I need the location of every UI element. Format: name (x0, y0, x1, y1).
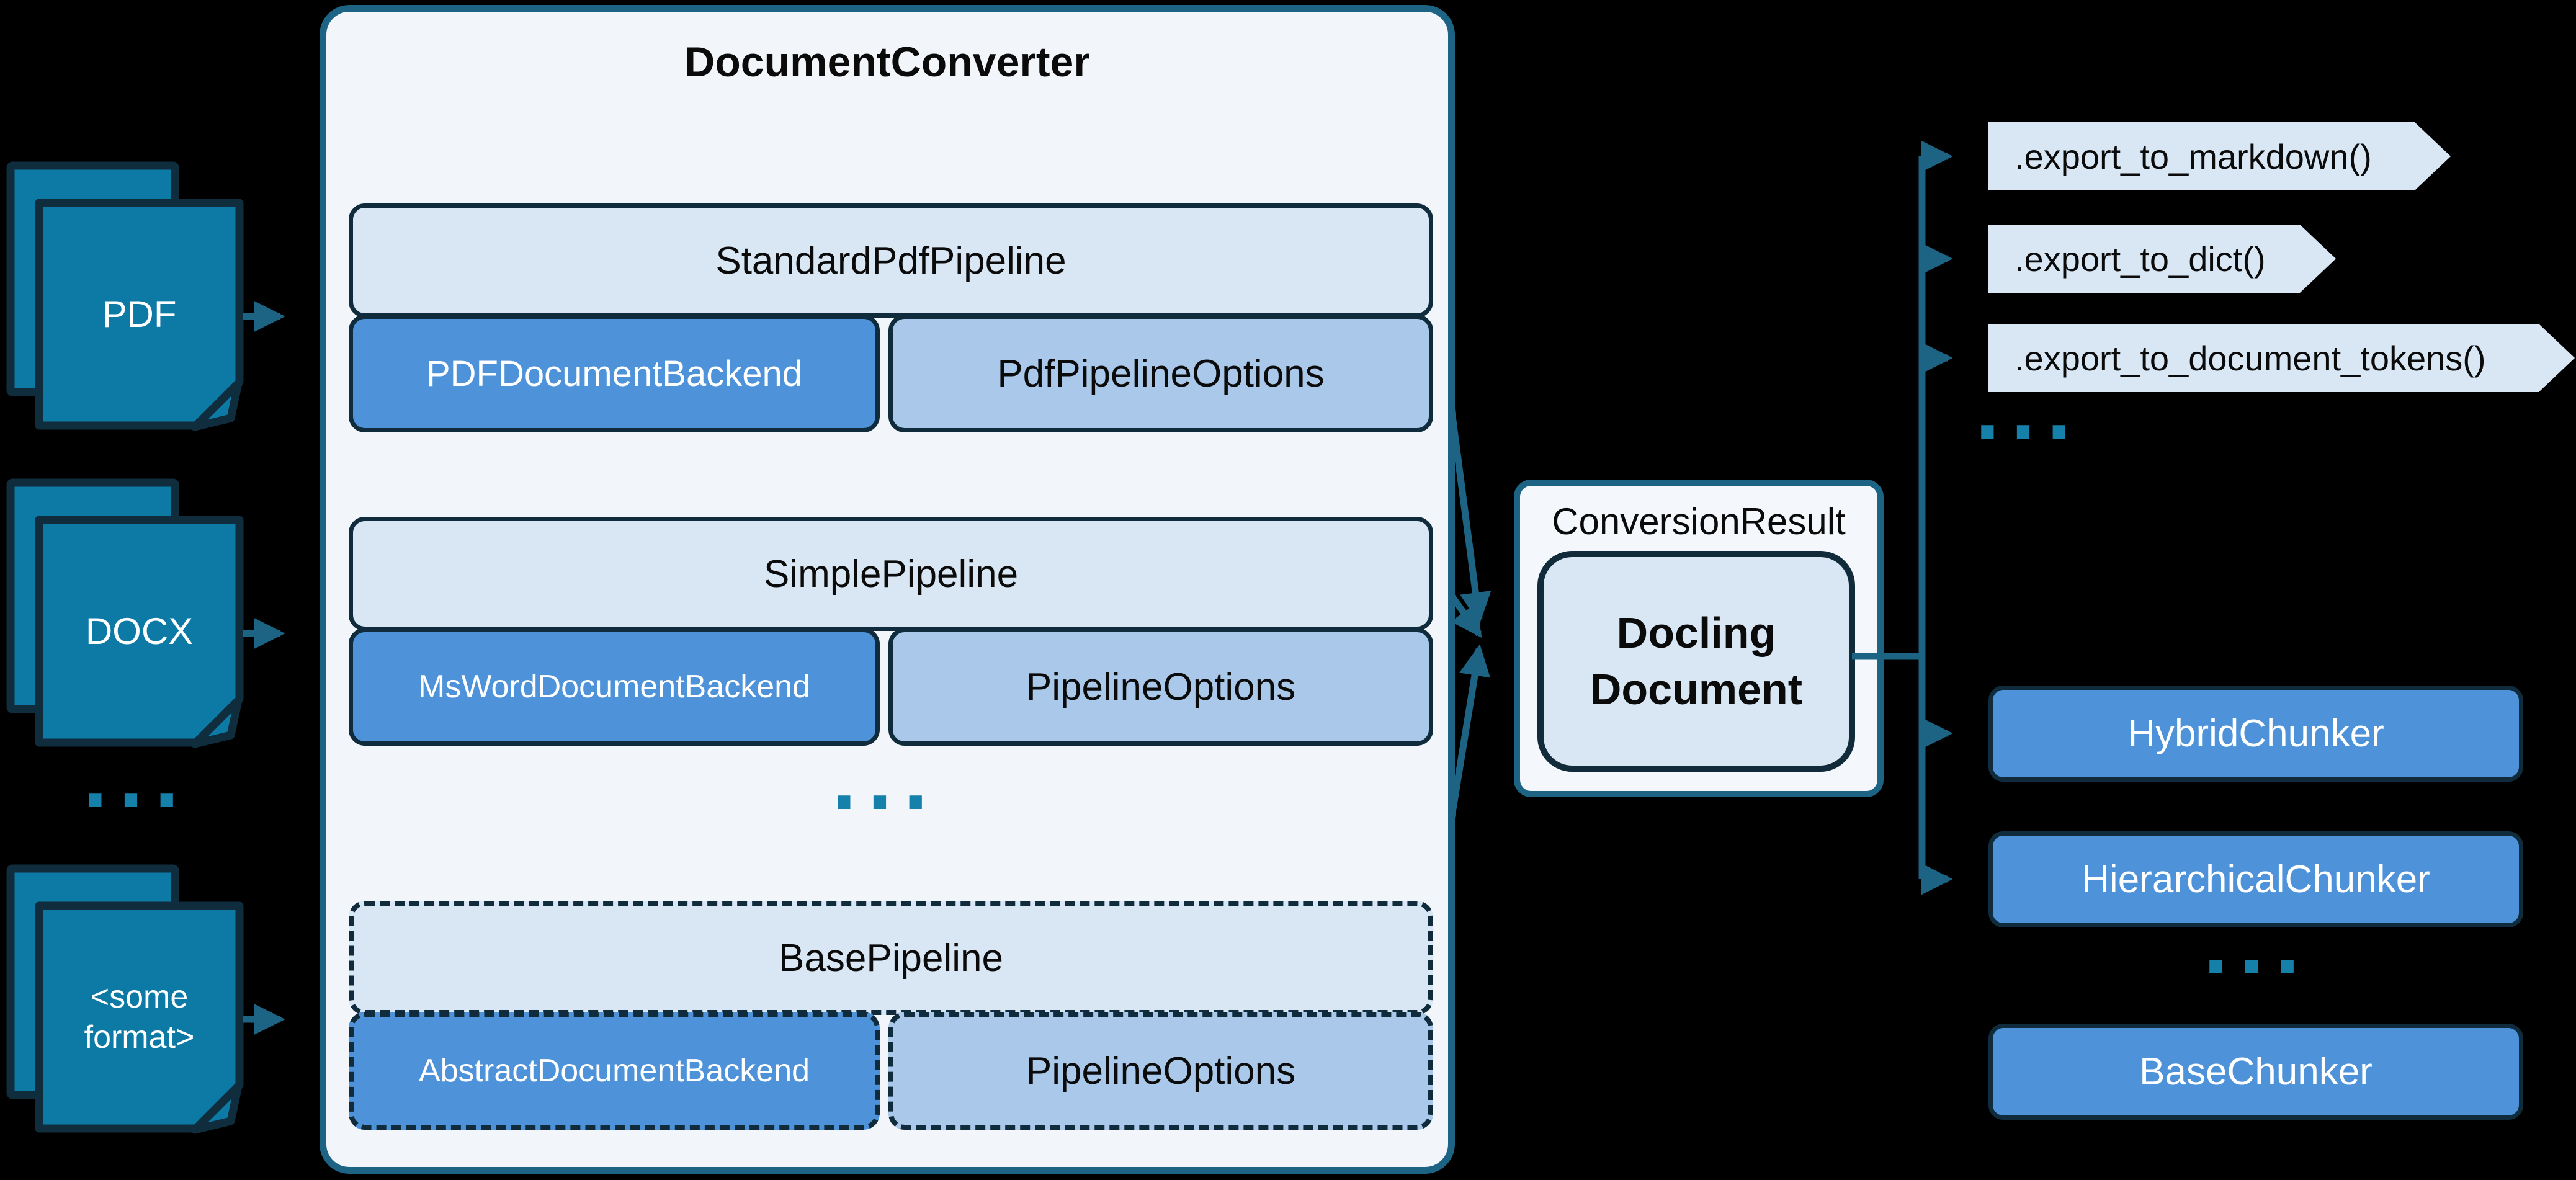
export-methods-ellipsis: ... (1974, 373, 2082, 456)
base-pipeline-box: BasePipeline (349, 901, 1433, 1015)
export-to-document-tokens-tag: .export_to_document_tokens() (1988, 324, 2575, 392)
simple-pipeline-options-box: PipelineOptions (888, 628, 1433, 746)
conversion-result-label: ConversionResult (1552, 500, 1846, 542)
base-chunker-box: BaseChunker (1988, 1024, 2523, 1120)
hierarchical-chunker-box: HierarchicalChunker (1988, 831, 2523, 927)
document-converter-title: DocumentConverter (684, 38, 1090, 86)
input-list-ellipsis: ... (81, 741, 189, 825)
abstract-document-backend-box: AbstractDocumentBackend (349, 1012, 880, 1130)
export-to-dict-tag: .export_to_dict() (1988, 225, 2336, 293)
input-other-format-label: <some format> (84, 978, 195, 1055)
converter-pipelines-ellipsis: ... (830, 743, 938, 826)
simple-pipeline-box: SimplePipeline (349, 517, 1433, 631)
pdf-pipeline-options-box: PdfPipelineOptions (888, 315, 1433, 432)
pdf-document-backend-box: PDFDocumentBackend (349, 315, 880, 432)
base-pipeline-options-box: PipelineOptions (888, 1012, 1433, 1130)
chunkers-ellipsis: ... (2202, 908, 2310, 991)
export-to-markdown-tag: .export_to_markdown() (1988, 122, 2451, 190)
docling-document-box: Docling Document (1537, 551, 1855, 772)
standard-pdf-pipeline-box: StandardPdfPipeline (349, 203, 1433, 318)
hybrid-chunker-box: HybridChunker (1988, 686, 2523, 782)
input-docx-label: DOCX (85, 610, 194, 652)
input-pdf-label: PDF (102, 293, 177, 335)
msword-document-backend-box: MsWordDocumentBackend (349, 628, 880, 746)
